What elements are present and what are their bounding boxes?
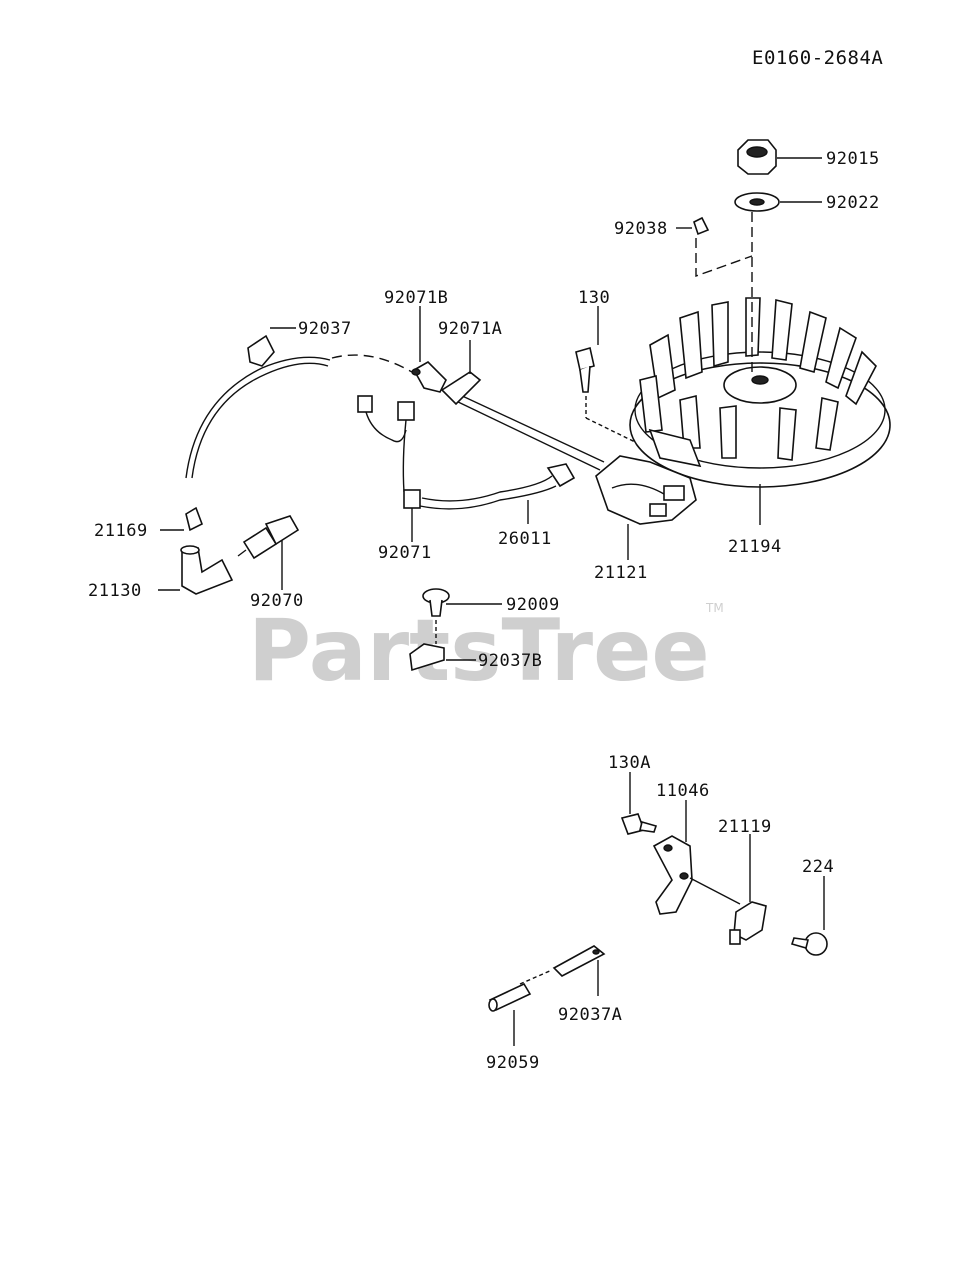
label-92071[interactable]: 92071 [378, 543, 432, 563]
switch-21119[interactable] [729, 834, 767, 945]
label-92037B[interactable]: 92037B [478, 651, 542, 671]
lead-wire-92071[interactable] [357, 395, 421, 542]
label-92037A[interactable]: 92037A [558, 1005, 622, 1025]
diagram-code: E0160-2684A [752, 47, 883, 69]
watermark-trademark: TM [705, 601, 724, 615]
label-92059[interactable]: 92059 [486, 1053, 540, 1073]
key-92038[interactable] [676, 212, 753, 375]
label-92022[interactable]: 92022 [826, 193, 880, 213]
label-92038[interactable]: 92038 [614, 219, 668, 239]
label-130A[interactable]: 130A [608, 753, 651, 773]
screw-224[interactable] [790, 876, 828, 956]
label-26011[interactable]: 26011 [498, 529, 552, 549]
label-92071B[interactable]: 92071B [384, 288, 448, 308]
ground-wire-26011[interactable] [419, 463, 576, 524]
clip-92037A[interactable] [519, 945, 606, 996]
label-21130[interactable]: 21130 [88, 581, 142, 601]
label-21119[interactable]: 21119 [718, 817, 772, 837]
watermark: PartsTree [248, 601, 710, 701]
label-92070[interactable]: 92070 [250, 591, 304, 611]
label-21194[interactable]: 21194 [728, 537, 782, 557]
clamp-92037[interactable] [185, 327, 413, 479]
ht-lead-92071A[interactable] [440, 340, 605, 471]
label-21169[interactable]: 21169 [94, 521, 148, 541]
ignition-coil-21121[interactable] [595, 428, 702, 560]
bolt-130[interactable] [575, 306, 636, 443]
label-21121[interactable]: 21121 [594, 563, 648, 583]
bracket-11046[interactable] [652, 800, 741, 915]
washer-92022[interactable] [734, 192, 822, 212]
clamp-92037B[interactable] [409, 643, 476, 672]
label-130[interactable]: 130 [578, 288, 610, 308]
plug-cap-21130[interactable] [158, 545, 234, 595]
label-224[interactable]: 224 [802, 857, 834, 877]
label-11046[interactable]: 11046 [656, 781, 710, 801]
label-92009[interactable]: 92009 [506, 595, 560, 615]
label-92015[interactable]: 92015 [826, 149, 880, 169]
bolt-130A[interactable] [620, 772, 658, 835]
terminal-21169[interactable] [160, 506, 204, 532]
label-92071A[interactable]: 92071A [438, 319, 502, 339]
grommet-92071B[interactable] [411, 306, 447, 393]
spark-plug-92070[interactable] [237, 515, 300, 590]
screw-92009[interactable] [422, 588, 502, 644]
sleeve-92059[interactable] [488, 982, 532, 1046]
nut-92015[interactable] [737, 139, 822, 175]
label-92037[interactable]: 92037 [298, 319, 352, 339]
